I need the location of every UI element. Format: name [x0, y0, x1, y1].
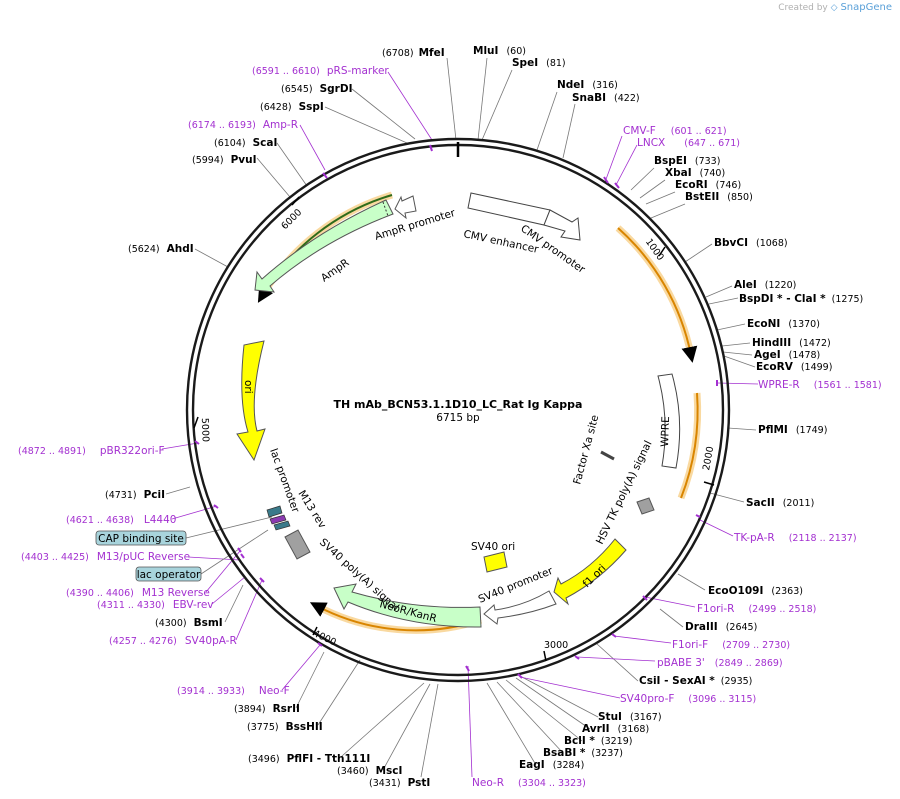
- enzyme-sgrdi: (6545)SgrDI: [281, 83, 352, 95]
- primer-m13-reverse: (4390 .. 4406)M13 Reverse: [66, 587, 210, 599]
- feature-f1-ori: [553, 538, 627, 606]
- label-leader-lines: [165, 57, 757, 778]
- primer-l4440: (4621 .. 4638)L4440: [66, 514, 176, 526]
- feature-cmv-promoter: [543, 209, 581, 241]
- enzyme-scai: (6104)ScaI: [214, 137, 277, 149]
- cap-binding-site-label: CAP binding site: [98, 533, 184, 545]
- primer-pbabe3: pBABE 3'(2849 .. 2869): [657, 657, 783, 669]
- enzyme-bbvci: BbvCI(1068): [714, 237, 788, 249]
- tick-label-2000: 2000: [701, 446, 716, 472]
- enzyme-msci: (3460)MscI: [337, 765, 402, 777]
- lac-operator-box: lac operator: [135, 566, 202, 582]
- feature-ampr: [254, 199, 394, 293]
- label-lac-promoter: lac promoter: [267, 447, 301, 515]
- feature-hsv-tk-polya: [636, 497, 655, 515]
- enzyme-spei: SpeI(81): [512, 57, 566, 69]
- primer-sites: [194, 144, 718, 679]
- enzyme-psti: (3431)PstI: [369, 777, 430, 789]
- enzyme-csii-sexai: CsiI - SexAI *(2935): [639, 675, 752, 687]
- enzyme-mfei: (6708)MfeI: [382, 47, 445, 59]
- primer-labels: (6591 .. 6610)pRS-marker (6174 .. 6193)A…: [18, 65, 882, 789]
- enzyme-bsteii: BstEII(850): [685, 191, 753, 203]
- feature-neor-kanr: [333, 583, 482, 628]
- feature-wpre: [657, 373, 681, 469]
- enzyme-pflfi-tth111i: (3496)PflFI - Tth111I: [248, 753, 370, 765]
- enzyme-ecori: EcoRI(746): [675, 179, 741, 191]
- primer-m13-puc-reverse: (4403 .. 4425)M13/pUC Reverse: [21, 551, 190, 563]
- primer-f1ori-r: F1ori-R(2499 .. 2518): [697, 603, 816, 615]
- label-sv40-ori: SV40 ori: [471, 541, 515, 553]
- primer-ebv-rev: (4311 .. 4330)EBV-rev: [97, 599, 214, 611]
- label-wpre: WPRE: [659, 416, 672, 447]
- tick-label-5000: 5000: [199, 418, 211, 443]
- enzyme-pcii: (4731)PciI: [105, 489, 165, 501]
- label-hsv-tk-polya: HSV TK poly(A) signal: [594, 439, 655, 546]
- enzyme-bsshii: (3775)BssHII: [247, 721, 323, 733]
- feature-sv40-ori: [483, 551, 508, 573]
- enzyme-ecoo109i: EcoO109I(2363): [708, 585, 803, 597]
- primer-neo-f: (3914 .. 3933)Neo-F: [177, 685, 290, 697]
- primer-wpre-r: WPRE-R(1561 .. 1581): [758, 379, 882, 391]
- plasmid-title: TH mAb_BCN53.1.1D10_LC_Rat Ig Kappa: [334, 398, 583, 411]
- primer-sv40pro-f: SV40pro-F(3096 .. 3115): [620, 693, 756, 705]
- enzyme-avrii: AvrII(3168): [582, 723, 649, 735]
- enzyme-sspi: (6428)SspI: [260, 101, 324, 113]
- primer-pbr322ori-f: (4872 .. 4891)pBR322ori-F: [18, 445, 165, 457]
- credit-brand: SnapGene: [840, 2, 892, 13]
- feature-sv40-promoter: [483, 590, 557, 625]
- enzyme-bsabi: BsaBI *(3237): [543, 747, 623, 759]
- enzyme-snabi: SnaBI(422): [572, 92, 640, 104]
- enzyme-eagi: EagI(3284): [519, 759, 584, 771]
- enzyme-ahdi: (5624)AhdI: [128, 243, 194, 255]
- enzyme-pflmi: PflMI(1749): [758, 424, 827, 436]
- lac-operator-label: lac operator: [137, 569, 201, 581]
- enzyme-hindiii: HindIII(1472): [752, 337, 831, 349]
- enzyme-sacii: SacII(2011): [746, 497, 814, 509]
- primer-f1ori-f: F1ori-F(2709 .. 2730): [672, 639, 790, 651]
- primer-cmv-f: CMV-F(601 .. 621): [623, 125, 727, 137]
- cap-binding-site-box: CAP binding site: [95, 530, 187, 546]
- orange-feature-arcs: [257, 191, 702, 634]
- enzyme-bspei: BspEI(733): [654, 155, 720, 167]
- feature-cmv-enhancer: [467, 192, 551, 226]
- primer-prs-marker: (6591 .. 6610)pRS-marker: [252, 65, 389, 77]
- feature-ampr-promoter: [394, 195, 417, 220]
- label-factor-xa-site: Factor Xa site: [571, 414, 601, 486]
- feature-ori: [236, 340, 266, 462]
- enzyme-ndei: NdeI(316): [557, 79, 618, 91]
- backbone-ticks: [193, 196, 715, 662]
- primer-tk-pa-r: TK-pA-R(2118 .. 2137): [733, 532, 857, 544]
- enzyme-econi: EcoNI(1370): [747, 318, 820, 330]
- enzyme-pvui: (5994)PvuI: [192, 154, 257, 166]
- enzyme-rsrii: (3894)RsrII: [234, 703, 300, 715]
- enzyme-alei: AleI(1220): [734, 279, 796, 291]
- tick-label-3000: 3000: [544, 640, 568, 651]
- credit-prefix: Created by: [778, 3, 828, 13]
- feature-sv40-polya: [284, 529, 311, 560]
- enzyme-labels: (6708)MfeI MluI(60) SpeI(81) NdeI(316) S…: [105, 45, 863, 789]
- enzyme-ecorv: EcoRV(1499): [756, 361, 832, 373]
- enzyme-bspdi-clai: BspDI * - ClaI *(1275): [739, 293, 863, 305]
- feature-factor-xa-site: [600, 450, 615, 461]
- enzyme-bcli: BclI *(3219): [564, 735, 632, 747]
- enzyme-agei: AgeI(1478): [754, 349, 820, 361]
- feature-lac-region: [266, 505, 291, 531]
- primer-neo-r: Neo-R(3304 .. 3323): [472, 777, 586, 789]
- enzyme-xbai: XbaI(740): [665, 167, 725, 179]
- snapgene-logo-icon: ◇: [830, 3, 838, 13]
- enzyme-bsmi: (4300)BsmI: [155, 617, 223, 629]
- label-ampr: AmpR: [319, 257, 352, 285]
- primer-amp-r: (6174 .. 6193)Amp-R: [188, 119, 298, 131]
- enzyme-draiii: DraIII(2645): [685, 621, 757, 633]
- plasmid-length: 6715 bp: [436, 412, 480, 424]
- primer-lncx: LNCX(647 .. 671): [637, 137, 740, 149]
- snapgene-credit: Created by ◇ SnapGene: [778, 2, 892, 13]
- primer-sv40pa-r: (4257 .. 4276)SV40pA-R: [109, 635, 237, 647]
- label-ori: ori: [242, 380, 254, 394]
- plasmid-backbone: [185, 137, 731, 683]
- enzyme-mlui: MluI(60): [473, 45, 526, 57]
- enzyme-stui: StuI(3167): [598, 711, 662, 723]
